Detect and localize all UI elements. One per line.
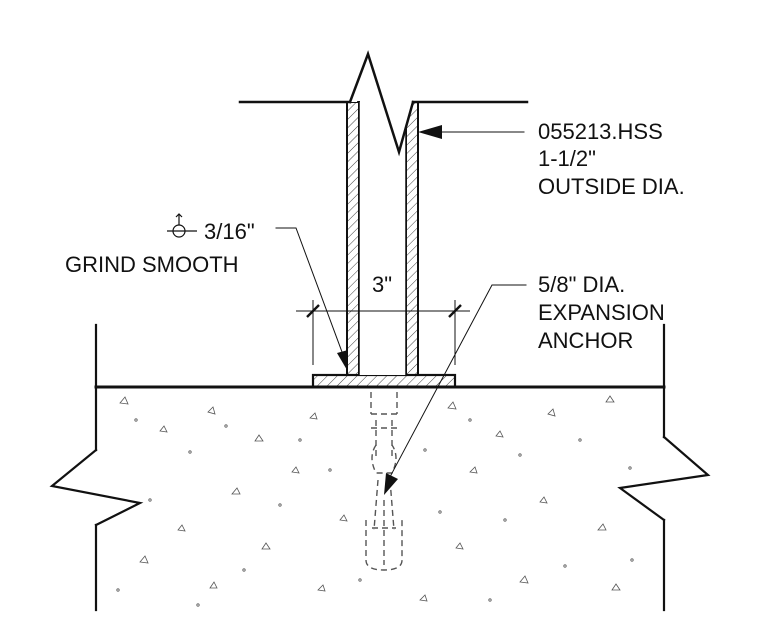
hss-callout-line2: 1-1/2" (538, 146, 596, 171)
base-plate (311, 373, 457, 389)
hss-leader (418, 125, 525, 139)
hss-callout-line1: 055213.HSS (538, 119, 663, 144)
weld-note-label: GRIND SMOOTH (65, 252, 239, 277)
weld-leader (275, 227, 348, 370)
hss-post (346, 101, 419, 376)
anchor-callout-line3: ANCHOR (538, 328, 633, 353)
top-break-line (238, 40, 529, 157)
expansion-anchor (365, 392, 403, 571)
concrete-aggregate-pattern (116, 395, 634, 607)
weld-symbol-icon (167, 213, 197, 238)
anchor-callout-line1: 5/8" DIA. (538, 272, 625, 297)
anchor-callout-line2: EXPANSION (538, 300, 665, 325)
dimension-label: 3" (372, 272, 392, 297)
concrete-slab (49, 323, 711, 612)
weld-size-label: 3/16" (204, 219, 255, 244)
hss-callout-line3: OUTSIDE DIA. (538, 174, 685, 199)
anchor-leader (384, 284, 527, 495)
